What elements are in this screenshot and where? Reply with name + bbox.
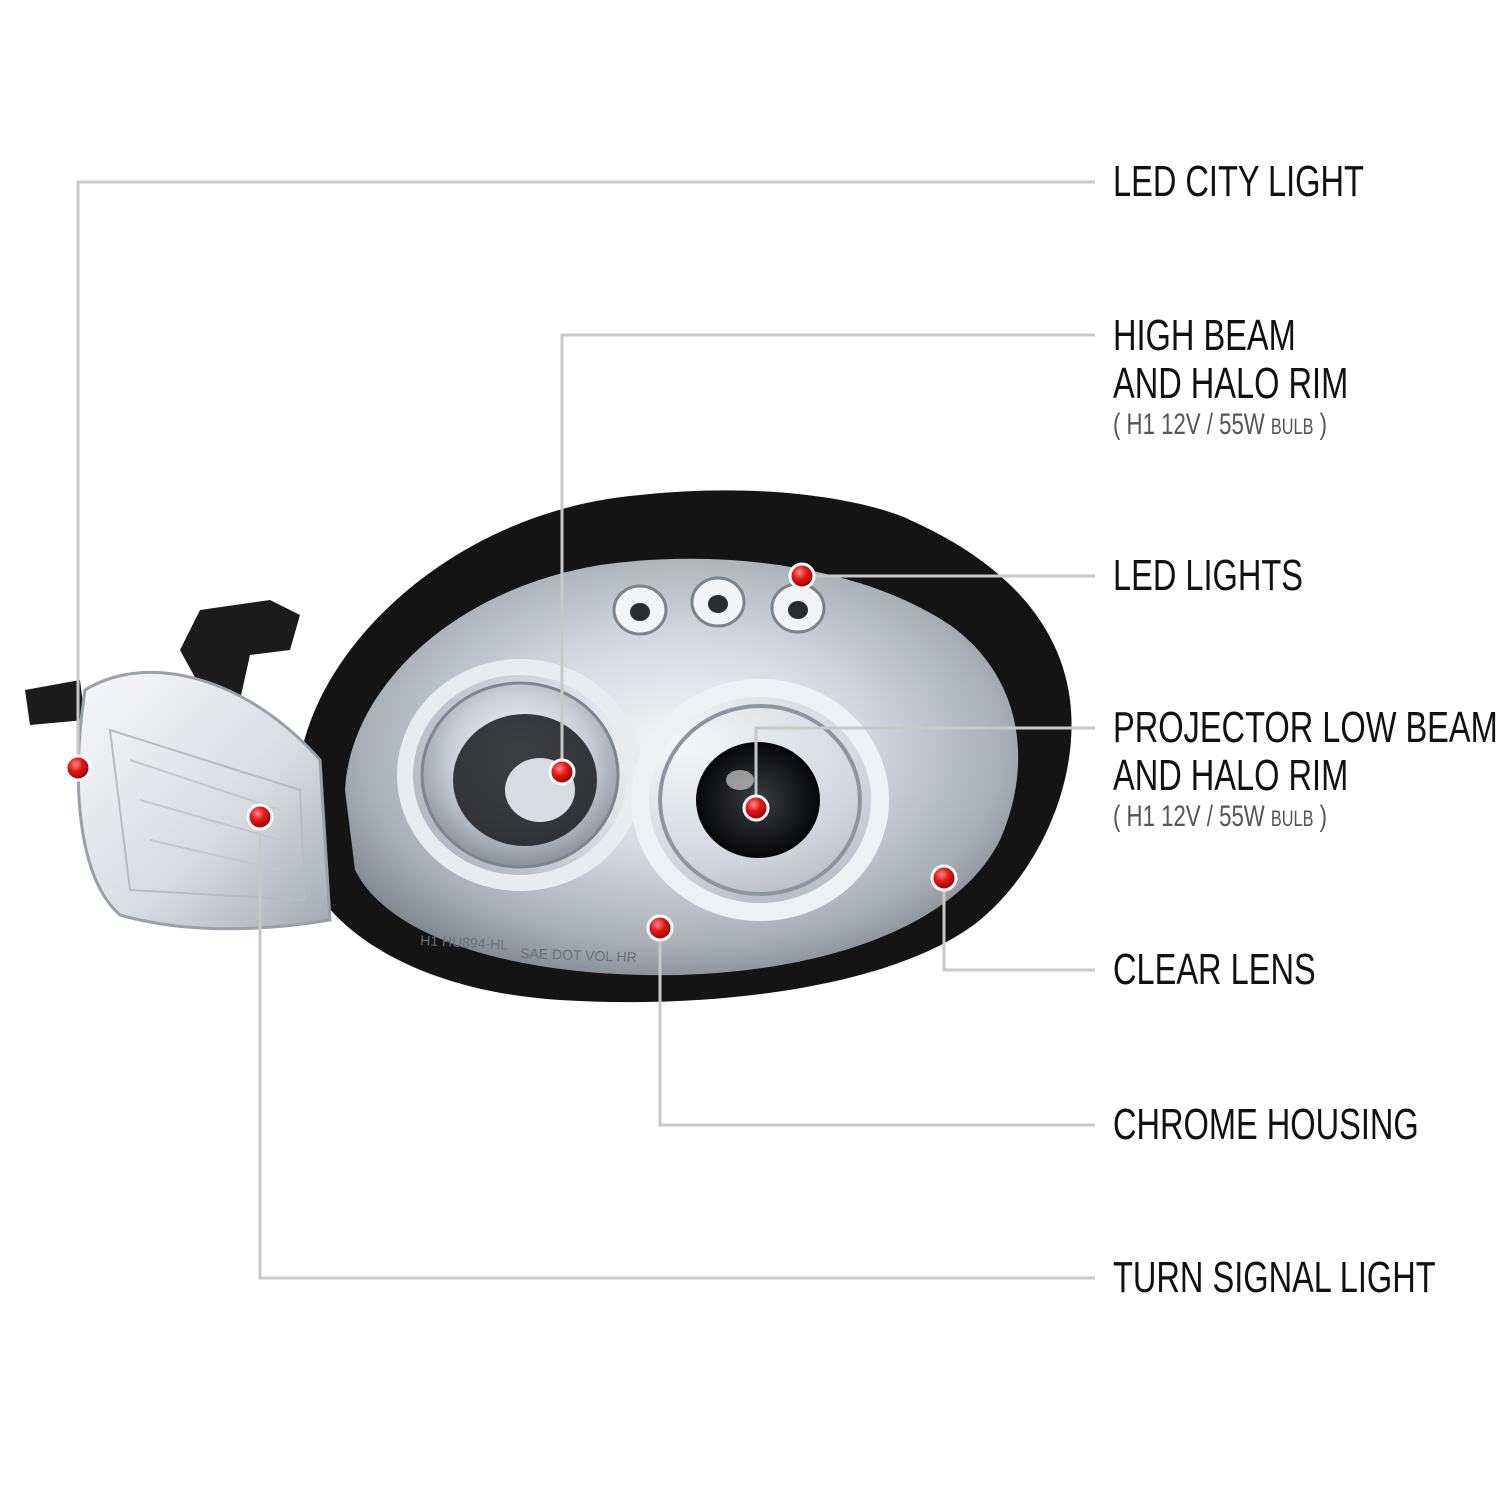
callout-turn-signal-light: TURN SIGNAL LIGHT: [1113, 1254, 1436, 1302]
callout-clear-lens: CLEAR LENS: [1113, 946, 1316, 994]
led-pods: [612, 576, 826, 636]
lens-marking-a: H1 HU894-HL: [420, 932, 509, 953]
leader-chrome-housing: [658, 928, 1095, 1127]
spec-text: ( H1 12V / 55W: [1113, 800, 1271, 834]
leader-led-city-light: [76, 180, 1095, 768]
callout-led-lights: LED LIGHTS: [1113, 552, 1303, 600]
callout-chrome-housing-text: CHROME HOUSING: [1113, 1100, 1419, 1149]
callout-high-beam-line2: AND HALO RIM: [1113, 358, 1349, 408]
marker-dot: [742, 794, 770, 822]
leader-turn-signal: [258, 817, 1095, 1280]
callout-chrome-housing: CHROME HOUSING: [1113, 1101, 1419, 1149]
marker-dot: [646, 914, 674, 942]
callout-led-city-light: LED CITY LIGHT: [1113, 158, 1364, 206]
callout-projector-spec: ( H1 12V / 55W BULB ): [1113, 800, 1498, 834]
marker-dot: [64, 754, 92, 782]
marker-dot: [788, 562, 816, 590]
marker-dot: [930, 864, 958, 892]
callout-turn-signal-text: TURN SIGNAL LIGHT: [1113, 1253, 1436, 1302]
leader-high-beam: [560, 333, 1095, 772]
marker-dot: [246, 803, 274, 831]
callout-high-beam: HIGH BEAM AND HALO RIM ( H1 12V / 55W BU…: [1113, 312, 1348, 441]
spec-text: ( H1 12V / 55W: [1113, 408, 1271, 442]
lens-marking-b: SAE DOT VOL HR: [520, 945, 637, 965]
callout-projector-low-beam: PROJECTOR LOW BEAM AND HALO RIM ( H1 12V…: [1113, 704, 1498, 833]
callout-led-city-light-text: LED CITY LIGHT: [1113, 157, 1364, 206]
callout-markers: [64, 562, 958, 942]
spec-close: ): [1313, 408, 1328, 442]
marker-dot: [548, 758, 576, 786]
spec-bulb: BULB: [1270, 414, 1314, 440]
headlight-assembly: H1 HU894-HL SAE DOT VOL HR: [25, 490, 1072, 1003]
callout-projector-line2: AND HALO RIM: [1113, 750, 1349, 800]
leader-lines: [76, 180, 1095, 1280]
projector-halo-ring: [631, 679, 889, 921]
leader-clear-lens: [942, 878, 1095, 972]
callout-high-beam-line1: HIGH BEAM: [1113, 311, 1296, 360]
leader-projector-low-beam: [754, 726, 1095, 808]
callout-clear-lens-text: CLEAR LENS: [1113, 945, 1316, 994]
callout-projector-line1: PROJECTOR LOW BEAM: [1113, 703, 1498, 752]
spec-bulb: BULB: [1270, 806, 1314, 832]
spec-close: ): [1313, 800, 1328, 834]
corner-lamp: [76, 670, 332, 931]
mounting-bracket: [180, 600, 300, 705]
callout-high-beam-spec: ( H1 12V / 55W BULB ): [1113, 408, 1348, 442]
callout-led-lights-text: LED LIGHTS: [1113, 551, 1303, 600]
left-mount-tab: [25, 680, 85, 725]
